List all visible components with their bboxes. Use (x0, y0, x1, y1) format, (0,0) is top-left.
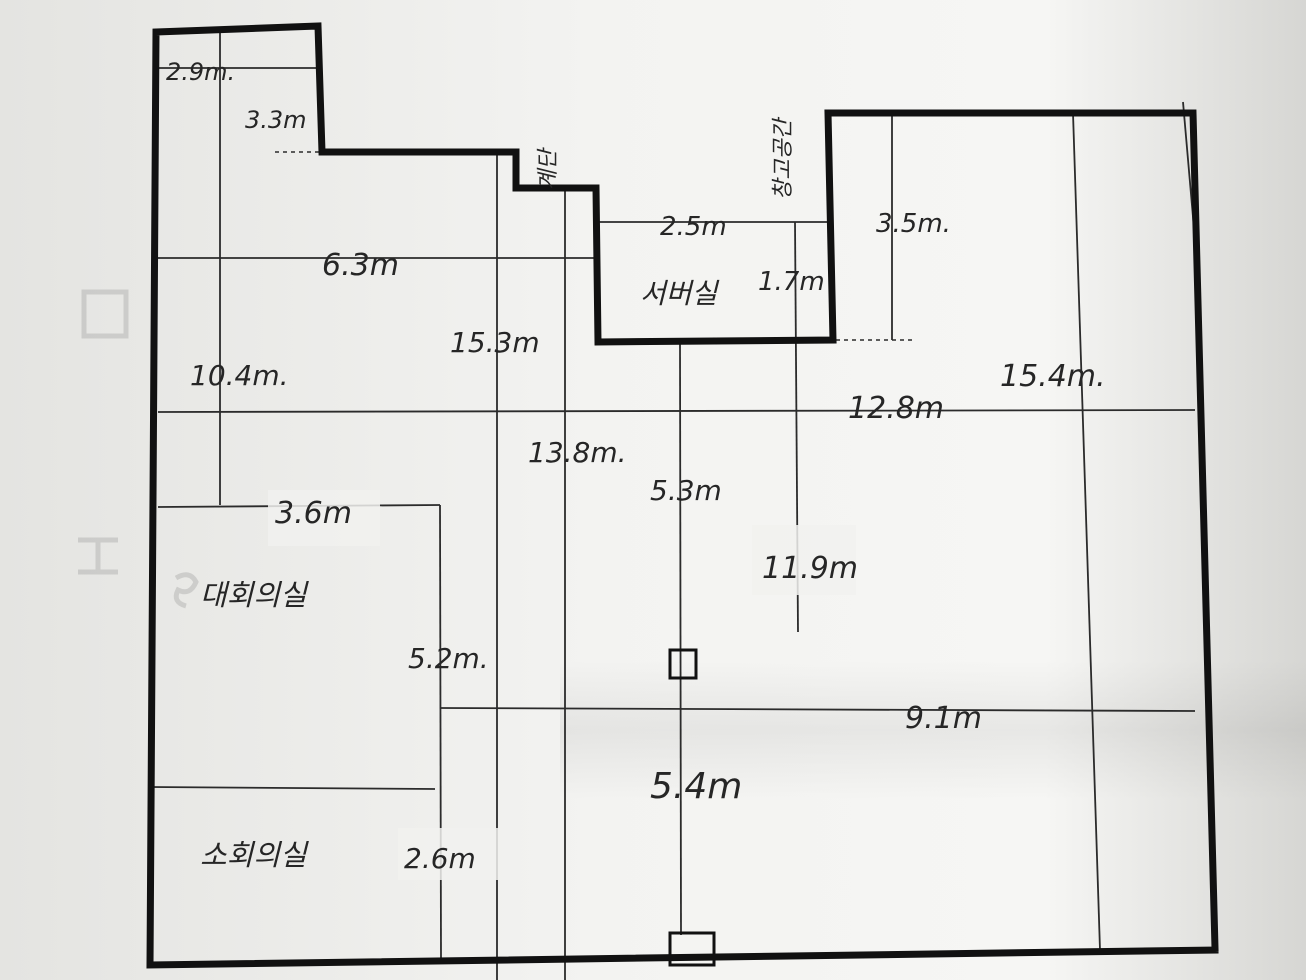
dimension-label: 5.2m. (408, 642, 489, 675)
bleed-through-marks (78, 289, 199, 609)
dimension-label: 6.3m (322, 248, 399, 283)
dimension-labels: 2.9m. 3.3m 6.3m 15.3m 10.4m. 2.5m 1.7m 3… (166, 58, 1106, 875)
dimension-label: 12.8m (848, 391, 944, 426)
dimension-label: 5.4m (650, 766, 742, 807)
tape-patch (752, 525, 856, 595)
dimension-label: 3.6m (275, 496, 352, 531)
dimension-label: 2.6m (404, 842, 476, 875)
dimension-label: 2.9m. (166, 58, 235, 86)
dimension-label: 13.8m. (528, 436, 627, 469)
dimension-label: 15.4m. (1000, 359, 1106, 394)
dimension-label: 9.1m (905, 701, 982, 736)
dimension-label: 10.4m. (190, 359, 289, 392)
room-label-large-meeting: 대회의실 (200, 578, 309, 612)
room-label-small-meeting: 소회의실 (200, 838, 309, 872)
dimension-label: 11.9m (762, 551, 858, 586)
tape-patch (398, 828, 498, 880)
column-marker (668, 648, 698, 680)
dimension-label: 15.3m (450, 326, 540, 359)
dimension-label: 2.5m (660, 212, 727, 242)
dimension-label: 5.3m (650, 474, 722, 507)
entrance-marker (668, 931, 716, 967)
dimension-label: 3.3m (245, 106, 307, 134)
paper-shadow-band (560, 660, 1306, 800)
tape-patch (268, 490, 380, 546)
outer-wall (146, 22, 1219, 969)
vertical-label-storage: 창고공간 (771, 116, 796, 200)
dimension-label: 1.7m (758, 267, 825, 297)
room-label-server: 서버실 (640, 277, 720, 310)
dimension-label: 3.5m. (876, 209, 951, 239)
vertical-label-stairs: 계단 (536, 147, 561, 190)
guide-lines (149, 32, 1196, 980)
